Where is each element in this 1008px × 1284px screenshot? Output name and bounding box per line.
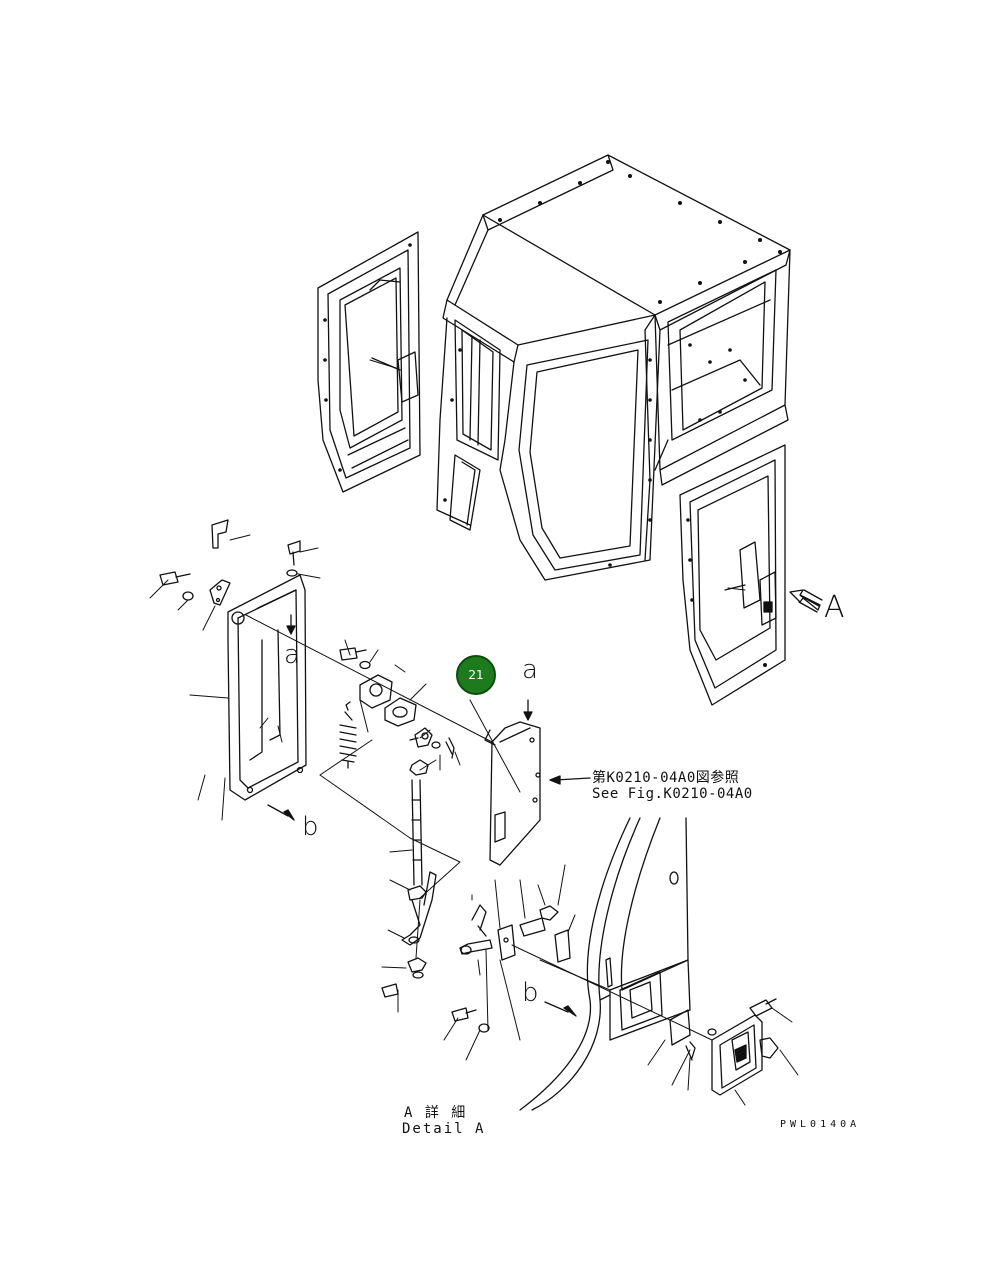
figure-reference-en: See Fig.K0210-04A0	[592, 786, 753, 802]
cab-section	[519, 817, 691, 1111]
handle-parts	[159, 519, 301, 606]
drawing-code: PWL0140A	[780, 1119, 861, 1130]
lower-parts	[381, 904, 571, 1033]
figure-reference-jp: 第K0210-04A0図参照	[592, 770, 740, 786]
projection-lines	[245, 614, 713, 1041]
marker-b-right: b	[522, 978, 539, 1008]
marker-a-right: a	[522, 655, 538, 685]
spring	[339, 701, 357, 769]
detail-title-jp: A 詳 細	[404, 1105, 468, 1121]
marker-b-left: b	[302, 812, 319, 842]
right-door	[679, 444, 786, 706]
callout-badge[interactable]: 21	[456, 655, 496, 695]
left-door	[317, 231, 421, 493]
lock-bracket-assembly	[339, 647, 455, 776]
detail-title-en: Detail A	[402, 1121, 486, 1137]
view-label-a: A	[824, 590, 845, 625]
view-arrow	[789, 589, 823, 613]
marker-a-left: a	[284, 640, 300, 670]
leader-lines	[149, 359, 799, 1106]
ab-arrows	[267, 614, 591, 1017]
latch-plate	[484, 721, 541, 866]
cab-frame	[436, 154, 791, 581]
striker-assembly	[685, 998, 779, 1096]
cover-panel	[227, 574, 307, 801]
